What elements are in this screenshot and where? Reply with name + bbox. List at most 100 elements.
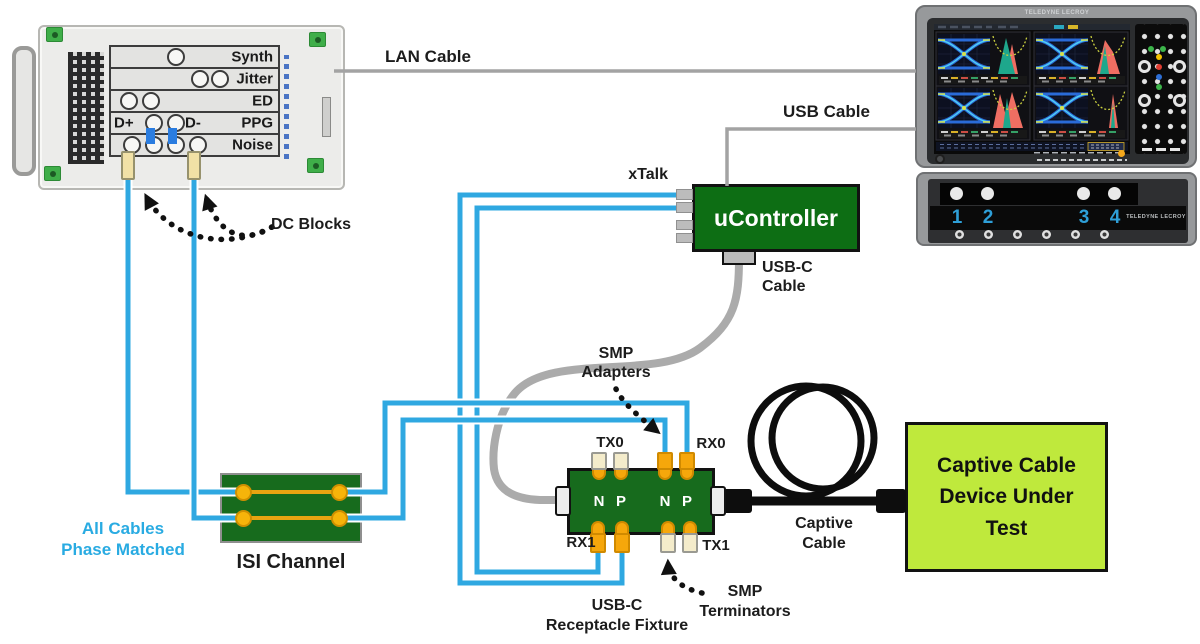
smp-adapter [683,521,697,535]
module-screw [955,230,964,239]
smp-terminator-tx0-n [591,452,607,470]
green-button [1160,46,1166,52]
pin-label-p: P [615,493,626,510]
side-vent-dashes [284,55,289,159]
oscilloscope: TELEDYNE LECROY [915,5,1197,168]
bert-chassis: Synth Jitter ED D+ D- PPG [38,25,345,190]
dc-blocks-label: DC Blocks [271,216,352,233]
soft-key [1156,148,1166,151]
scope-screen [934,24,1130,154]
ed-port-2 [142,92,160,110]
soft-key [1170,148,1180,151]
smp-terminators-label: SMP Terminators [699,583,791,620]
isi-via [235,510,252,527]
module-connector [981,187,994,200]
usbc-receptacle-right [710,486,726,516]
red-button [1156,64,1162,70]
ed-row: ED [111,91,278,113]
blue-button [1156,74,1162,80]
aux-port [676,220,693,230]
ppg-row: D+ D- PPG [111,113,278,135]
module-screw [1013,230,1022,239]
channel-4-label: 4 [1109,207,1121,228]
acquisition-module: 1 2 3 4 TELEDYNE LECROY [916,172,1197,246]
dc-blocks-arrow [143,192,275,243]
isi-channel-label: ISI Channel [236,551,346,573]
scope-knob [1138,60,1151,73]
scope-screen-graphics [934,24,1130,154]
fixture-caption: USB-C Receptacle Fixture [545,597,689,634]
synth-port [167,48,185,66]
dc-block [187,151,201,180]
rx0-label: RX0 [696,435,726,452]
cable-plug-rx1-p [614,533,630,553]
isi-via [331,510,348,527]
d-plus-label: D+ [114,114,134,132]
ppg-noise-bridge [168,128,177,144]
jitter-port-2 [211,70,229,88]
module-screw [1071,230,1080,239]
tx0-label: TX0 [596,434,624,451]
usb-cable-label: USB Cable [783,102,870,121]
smp-terminator-tx0-p [613,452,629,470]
module-connector [1108,187,1121,200]
channel-2-label: 2 [982,207,994,228]
green-button [1156,84,1162,90]
usbc-port [722,250,756,265]
jitter-row: Jitter [111,69,278,91]
captive-cable-loop [768,383,878,493]
dc-block-cables [123,170,246,523]
usbc-receptacle-left [555,486,571,516]
aux-port [676,233,693,243]
channel-3-label: 3 [1078,207,1090,228]
scope-knob [1138,94,1151,107]
synth-row: Synth [111,47,278,69]
dut-box: Captive Cable Device Under Test [905,422,1108,572]
module-screw [1100,230,1109,239]
status-led [1118,150,1125,157]
captive-cable-connector [876,489,906,513]
synth-label: Synth [231,48,273,66]
pin-label-n: N [593,493,605,510]
module-screw [984,230,993,239]
module-connector [950,187,963,200]
d-minus-label: D- [185,114,201,132]
smp-adapters-arrow [613,386,661,435]
phase-matched-note: All Cables Phase Matched [61,519,185,559]
corner-tab [46,27,63,42]
usbc-cable-label: USB-C Cable [762,259,813,295]
tx1-label: TX1 [702,537,730,554]
corner-tab [307,158,324,173]
isi-via [331,484,348,501]
corner-tab [44,166,61,181]
green-button [1148,46,1154,52]
isi-trace [244,490,340,494]
vent-grille [68,52,104,164]
cable-plug-rx0-p [679,452,695,470]
dc-blocks-arrow [202,193,275,239]
jitter-port-1 [191,70,209,88]
xtalk-port [676,202,693,213]
yellow-button [1156,54,1162,60]
cable-plug-rx0-n [657,452,673,470]
ppg-label: PPG [241,114,273,132]
module-connector [1077,187,1090,200]
captive-cable-label: Captive Cable [795,515,853,552]
pin-label-p: P [681,493,692,510]
rx1-label: RX1 [566,534,596,551]
pin-label-n: N [659,493,671,510]
module-screw [1042,230,1051,239]
dut-line1: Captive Cable [937,453,1076,477]
ed-label: ED [252,92,273,110]
smp-terminator-tx1-n [660,533,676,553]
lan-cable-label: LAN Cable [385,47,471,66]
isi-via [235,484,252,501]
xtalk-label: xTalk [628,166,668,183]
noise-label: Noise [232,136,273,154]
bert-module-panel: Synth Jitter ED D+ D- PPG [109,45,280,157]
power-button [935,154,945,164]
screen-caption-text [1037,159,1127,161]
side-connector [322,97,331,137]
channel-1-label: 1 [951,207,963,228]
